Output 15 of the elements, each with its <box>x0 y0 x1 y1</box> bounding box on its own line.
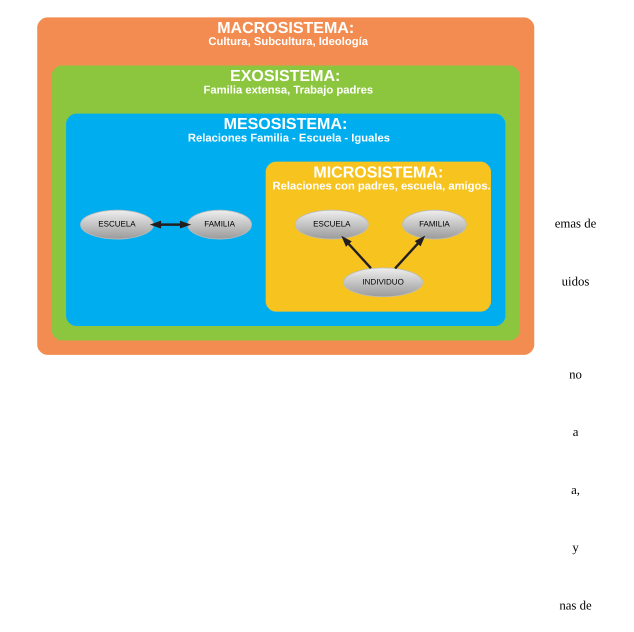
arrow <box>150 220 192 229</box>
node-ellipse: ESCUELA <box>294 210 369 240</box>
label: y <box>572 540 579 555</box>
label: uidos <box>562 274 590 288</box>
label: nas de <box>559 598 592 612</box>
arrow <box>394 235 426 270</box>
label: emas de <box>554 216 596 231</box>
node-ellipse: ESCUELA <box>80 210 154 240</box>
arrow <box>341 236 372 269</box>
label: no <box>569 367 582 382</box>
node-ellipse: FAMILIA <box>187 210 252 240</box>
label: a, <box>571 482 580 497</box>
node-ellipse: FAMILIA <box>402 210 467 240</box>
label: a <box>572 425 578 440</box>
node-ellipse: INDIVIDUO <box>343 268 424 298</box>
